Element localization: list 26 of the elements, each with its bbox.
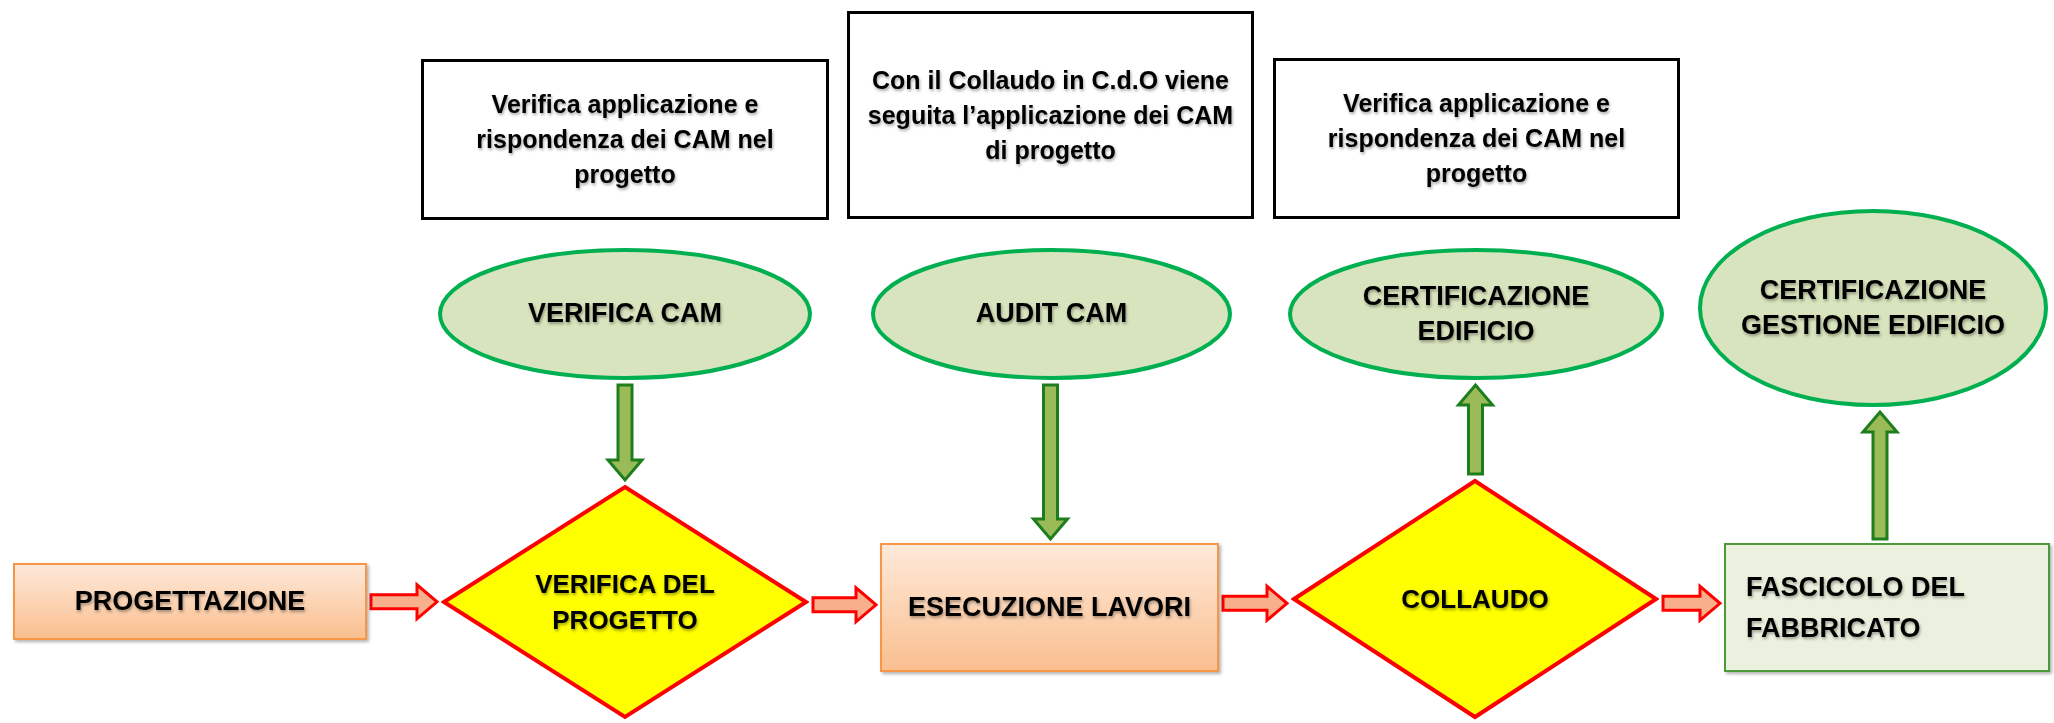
- node-label: ESECUZIONE LAVORI: [908, 591, 1191, 625]
- node-label: COLLAUDO: [1401, 582, 1549, 616]
- node-label: VERIFICA DEL PROGETTO: [534, 567, 716, 637]
- node-label: Con il Collaudo in C.d.O viene seguita l’applicazione dei CAM di progetto: [866, 64, 1235, 166]
- node-label: Verifica applicazione e rispondenza dei CAM nel progetto: [475, 89, 775, 190]
- node-label: CERTIFICAZIONE EDIFICIO: [1361, 279, 1591, 348]
- note-box: [421, 59, 829, 220]
- node-label: PROGETTAZIONE: [74, 585, 306, 619]
- node-label: Verifica applicazione e rispondenza dei CAM nel progetto: [1326, 88, 1627, 189]
- block-arrow: [1661, 583, 1723, 624]
- note-box: [1273, 58, 1680, 219]
- node-label: AUDIT CAM: [975, 297, 1128, 331]
- block-arrow: [369, 581, 440, 623]
- process-box: [1724, 543, 2050, 672]
- block-arrow: [1221, 583, 1290, 624]
- note-box: [847, 11, 1254, 219]
- process-box: [880, 543, 1219, 672]
- process-box: [13, 563, 367, 640]
- node-label: FASCICOLO DEL FABBRICATO: [1746, 571, 1966, 645]
- block-arrow: [1030, 383, 1071, 542]
- node-label: VERIFICA CAM: [528, 297, 722, 331]
- block-arrow: [604, 383, 646, 483]
- node-label: CERTIFICAZIONE GESTIONE EDIFICIO: [1740, 273, 2006, 342]
- block-arrow: [1859, 409, 1901, 541]
- block-arrow: [811, 584, 879, 626]
- block-arrow: [1455, 382, 1496, 476]
